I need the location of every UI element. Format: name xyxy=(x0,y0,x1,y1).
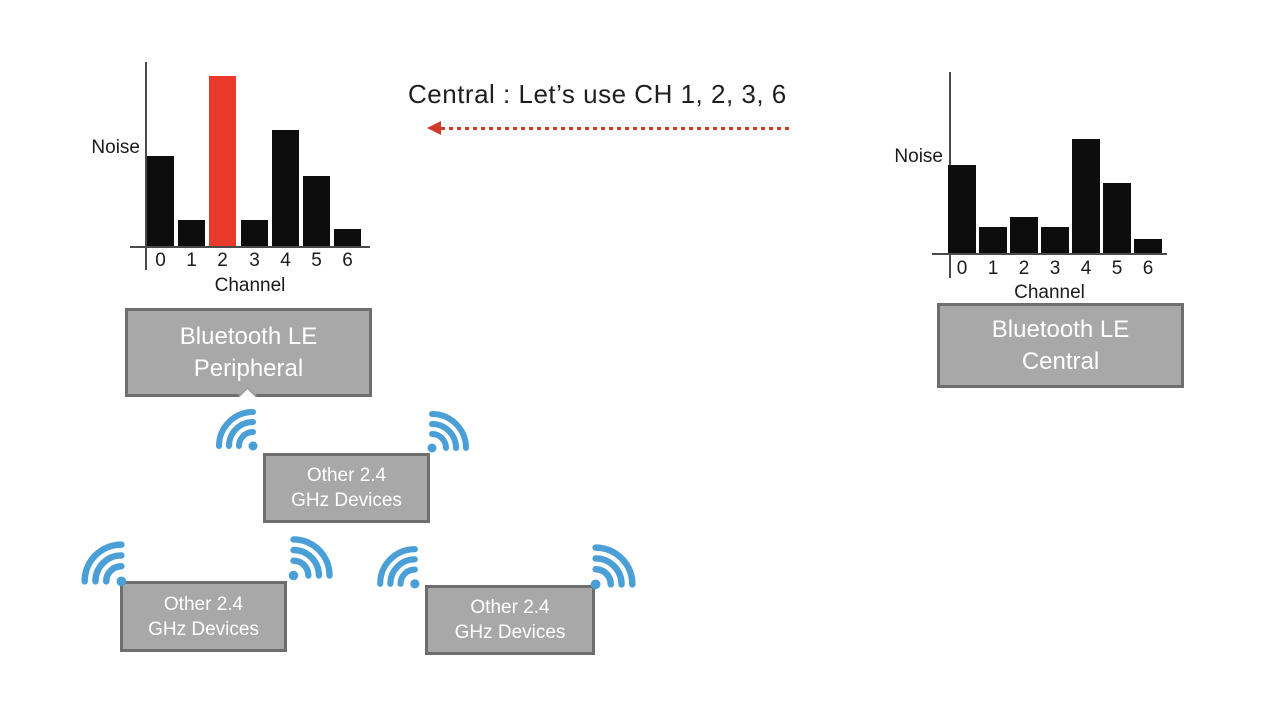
tick-label: 2 xyxy=(217,250,228,271)
node-label-line2: GHz Devices xyxy=(148,618,259,640)
wifi-icon xyxy=(424,406,474,456)
bar-channel-0 xyxy=(948,165,976,253)
tick-label: 4 xyxy=(1080,258,1092,279)
tick-label: 3 xyxy=(249,250,260,271)
x-axis-label: Channel xyxy=(1014,282,1085,303)
wifi-icon xyxy=(211,404,261,454)
y-axis xyxy=(145,62,147,270)
node-label-line2: Central xyxy=(1021,347,1100,375)
arrow-head-icon xyxy=(427,121,441,135)
tick-label: 5 xyxy=(311,250,322,271)
bar-channel-6 xyxy=(334,229,361,246)
bar-channel-1 xyxy=(178,220,205,246)
x-axis xyxy=(130,246,370,248)
bar-channel-6 xyxy=(1134,239,1162,253)
tick-label: 1 xyxy=(186,250,197,271)
arrow-dashed-line xyxy=(441,126,789,130)
wifi-icon xyxy=(587,539,641,593)
x-axis-label: Channel xyxy=(214,275,286,296)
tick-label: 1 xyxy=(987,258,999,279)
node-label-line1: Other 2.4 xyxy=(306,465,387,486)
bar-channel-3 xyxy=(1041,227,1069,253)
bar-channel-5 xyxy=(1103,183,1131,253)
node-bluetooth-peripheral: Bluetooth LE Peripheral xyxy=(125,308,372,397)
caption-central-message: Central : Let’s use CH 1, 2, 3, 6 xyxy=(408,79,787,109)
wifi-icon xyxy=(76,536,130,590)
node-other-devices-bottom-left: Other 2.4 GHz Devices xyxy=(120,581,287,652)
tick-label: 4 xyxy=(280,250,291,271)
tick-label: 2 xyxy=(1018,258,1030,279)
node-label-line2: GHz Devices xyxy=(291,490,402,511)
y-axis-label: Noise xyxy=(91,137,140,158)
bar-channel-1 xyxy=(979,227,1007,253)
x-axis xyxy=(932,253,1167,255)
bar-channel-2 xyxy=(209,76,236,246)
tick-label: 0 xyxy=(155,250,166,271)
node-label-line2: GHz Devices xyxy=(454,622,566,643)
node-label-line1: Bluetooth LE xyxy=(179,322,318,350)
dashed-arrow xyxy=(427,121,789,135)
tick-label: 3 xyxy=(1049,258,1061,279)
tick-label: 0 xyxy=(956,258,968,279)
node-other-devices-bottom-mid: Other 2.4 GHz Devices xyxy=(425,585,595,655)
bar-channel-0 xyxy=(147,156,174,246)
tick-label: 6 xyxy=(1142,258,1154,279)
bar-channel-4 xyxy=(272,130,299,246)
node-other-devices-mid: Other 2.4 GHz Devices xyxy=(263,453,430,523)
node-label-line1: Bluetooth LE xyxy=(991,315,1130,343)
y-axis-label: Noise xyxy=(894,146,943,167)
node-label-line1: Other 2.4 xyxy=(163,593,244,615)
wifi-icon xyxy=(372,541,423,592)
tick-label: 5 xyxy=(1111,258,1123,279)
tick-label: 6 xyxy=(342,250,353,271)
node-bluetooth-central: Bluetooth LE Central xyxy=(937,303,1184,388)
bar-channel-5 xyxy=(303,176,330,246)
node-label-line1: Other 2.4 xyxy=(470,597,550,618)
bar-channel-4 xyxy=(1072,139,1100,253)
bar-channel-3 xyxy=(241,220,268,246)
bar-channel-2 xyxy=(1010,217,1038,253)
node-label-line2: Peripheral xyxy=(193,354,304,382)
wifi-icon xyxy=(285,531,338,584)
